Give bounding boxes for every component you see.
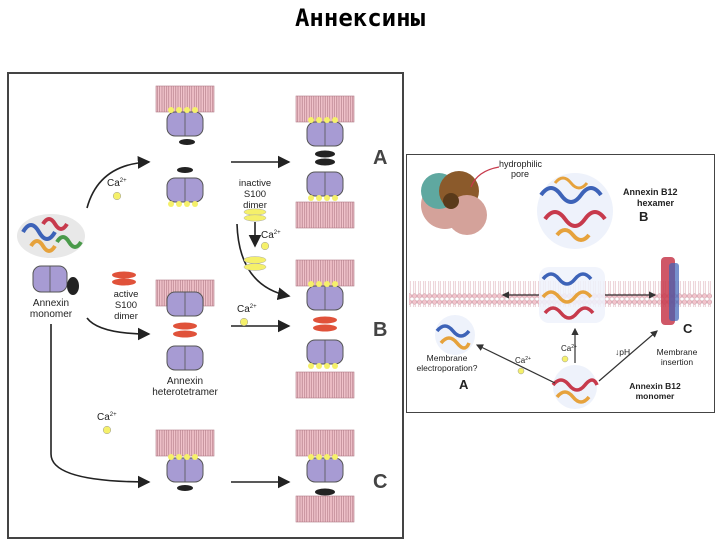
calcium-ion-icon: [517, 355, 569, 375]
ribbon-structure-icon: [661, 257, 679, 325]
monomer-label-2: monomer: [30, 309, 73, 320]
calcium-ion-icon: [308, 117, 338, 201]
annexin-protein-icon: [166, 457, 204, 491]
electro-label-1: Membrane: [427, 353, 468, 363]
pore-pointer: [470, 166, 500, 188]
ribbon-structure-icon: [435, 315, 475, 355]
pathway-arrows: [50, 155, 291, 489]
active-label-3: dimer: [114, 311, 138, 322]
annexin-pathways-figure: Annexin monomer active S100 dimer Ca2+ C…: [7, 72, 404, 539]
annexin-protein-icon: [166, 111, 204, 203]
monomer-label-1: Annexin: [33, 298, 69, 309]
b12-ca-label-2: Ca2+: [561, 344, 577, 353]
s100-dimer-icon: [112, 271, 136, 286]
pore-label-1: hydrophilic: [499, 159, 543, 169]
hexamer-label-2: hexamer: [637, 198, 675, 208]
ca-label-b: Ca2+: [237, 304, 257, 315]
inactive-label-3: dimer: [243, 200, 267, 211]
path-label-b: B: [373, 319, 387, 341]
b12-ca-label-1: Ca2+: [515, 356, 531, 365]
inactive-label-2: S100: [244, 189, 266, 200]
s100-dimer-icon: [243, 256, 267, 271]
annexin-protein-icon: [306, 457, 344, 496]
calcium-ion-icon: [308, 281, 338, 369]
path-label-c: C: [373, 471, 387, 493]
insert-label-2: insertion: [661, 357, 693, 367]
ribbon-structure-icon: [551, 365, 599, 409]
calcium-ion-icon: [308, 454, 338, 460]
calcium-ion-icon: [168, 107, 198, 207]
ribbon-structure-icon: [539, 267, 605, 323]
annexin-protein-icon: [166, 291, 204, 371]
s100-dimer-icon: [313, 316, 337, 332]
hetero-label-2: heterotetramer: [152, 387, 218, 398]
membrane-bilayer-icon: [155, 85, 355, 523]
inactive-label-1: inactive: [239, 178, 271, 189]
panel-label-b: B: [639, 209, 648, 224]
s100-dimer-icon: [173, 322, 197, 338]
annexin-protein-icon: [306, 285, 344, 365]
calcium-ion-icon: [168, 454, 198, 460]
ca-label-c: Ca2+: [97, 412, 117, 423]
active-label-2: S100: [115, 300, 137, 311]
active-label-1: active: [114, 289, 139, 300]
b12-monomer-label-1: Annexin B12: [629, 381, 681, 391]
electro-label-2: electroporation?: [417, 363, 478, 373]
annexin-b12-figure: hydrophilic pore Annexin B12 hexamer B C: [406, 154, 715, 413]
ribbon-structure-icon: [17, 214, 85, 258]
panel-label-c: C: [683, 321, 693, 336]
annexin-protein-icon: [306, 121, 344, 197]
ca-label-a: Ca2+: [107, 178, 127, 189]
insert-label-1: Membrane: [657, 347, 698, 357]
s100-dimer-icon: [243, 208, 267, 222]
pore-label-2: pore: [511, 169, 529, 179]
ca-label-inactive: Ca2+: [261, 230, 281, 241]
hexamer-label-1: Annexin B12: [623, 187, 678, 197]
panel-label-a: A: [459, 377, 469, 392]
pore-surface-structure: [421, 171, 487, 235]
calcium-ion-icon: [102, 191, 270, 435]
annexin-protein-icon: [32, 265, 79, 295]
slide-title: Аннексины: [294, 4, 426, 32]
b12-monomer-label-2: monomer: [636, 391, 675, 401]
transition-arrows: [475, 291, 658, 384]
hetero-label-1: Annexin: [167, 376, 203, 387]
ribbon-structure-icon: [537, 173, 613, 249]
ph-label: ↓pH: [615, 347, 630, 357]
path-label-a: A: [373, 147, 387, 169]
